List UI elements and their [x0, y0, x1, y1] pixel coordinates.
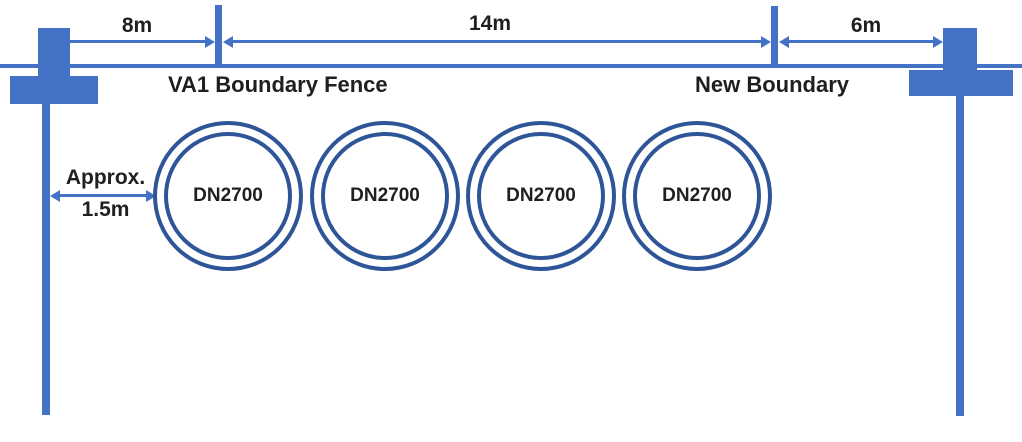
dim-6m-arrowhead-left — [779, 35, 789, 48]
new-boundary-tick — [771, 6, 778, 68]
pipe-dn2700-1: DN2700 — [153, 121, 303, 271]
dim-offset-label-line2: 1.5m — [81, 198, 130, 221]
pipe-inner-ring — [477, 132, 605, 260]
pipe-label: DN2700 — [506, 185, 576, 206]
dim-6m-arrowhead-right — [933, 35, 943, 48]
dim-offset-arrowhead-right — [146, 189, 156, 202]
va1-fence-tick — [215, 5, 222, 68]
va1-boundary-fence-label: VA1 Boundary Fence — [168, 72, 388, 97]
dim-8m-arrowhead-right — [205, 35, 215, 48]
right-post-crossbar — [909, 70, 1013, 96]
pipe-inner-ring — [633, 132, 761, 260]
dim-6m-line — [787, 40, 934, 43]
new-boundary-label: New Boundary — [695, 72, 850, 97]
dim-14m-label: 14m — [468, 12, 512, 35]
left-post-crossbar — [10, 76, 98, 104]
pipe-dn2700-4: DN2700 — [622, 121, 772, 271]
dim-offset-line — [58, 194, 148, 197]
pipe-label: DN2700 — [350, 185, 420, 206]
left-post-stem — [42, 104, 50, 415]
pipe-label: DN2700 — [662, 185, 732, 206]
pipe-dn2700-2: DN2700 — [310, 121, 460, 271]
left-post-top — [38, 28, 70, 78]
pipe-inner-ring — [321, 132, 449, 260]
dim-8m-line — [70, 40, 207, 43]
pipe-dn2700-3: DN2700 — [466, 121, 616, 271]
dim-offset-label-line1: Approx. — [65, 166, 146, 189]
pipe-inner-ring — [164, 132, 292, 260]
right-post-stem — [956, 96, 964, 416]
ground-line — [0, 64, 1022, 68]
dim-14m-arrowhead-left — [223, 35, 233, 48]
dim-6m-label: 6m — [850, 14, 882, 37]
pipe-label: DN2700 — [193, 185, 263, 206]
right-post-top — [943, 28, 977, 72]
dim-14m-line — [231, 40, 764, 43]
dim-offset-arrowhead-left — [50, 189, 60, 202]
dim-8m-label: 8m — [121, 14, 153, 37]
dim-14m-arrowhead-right — [761, 35, 771, 48]
